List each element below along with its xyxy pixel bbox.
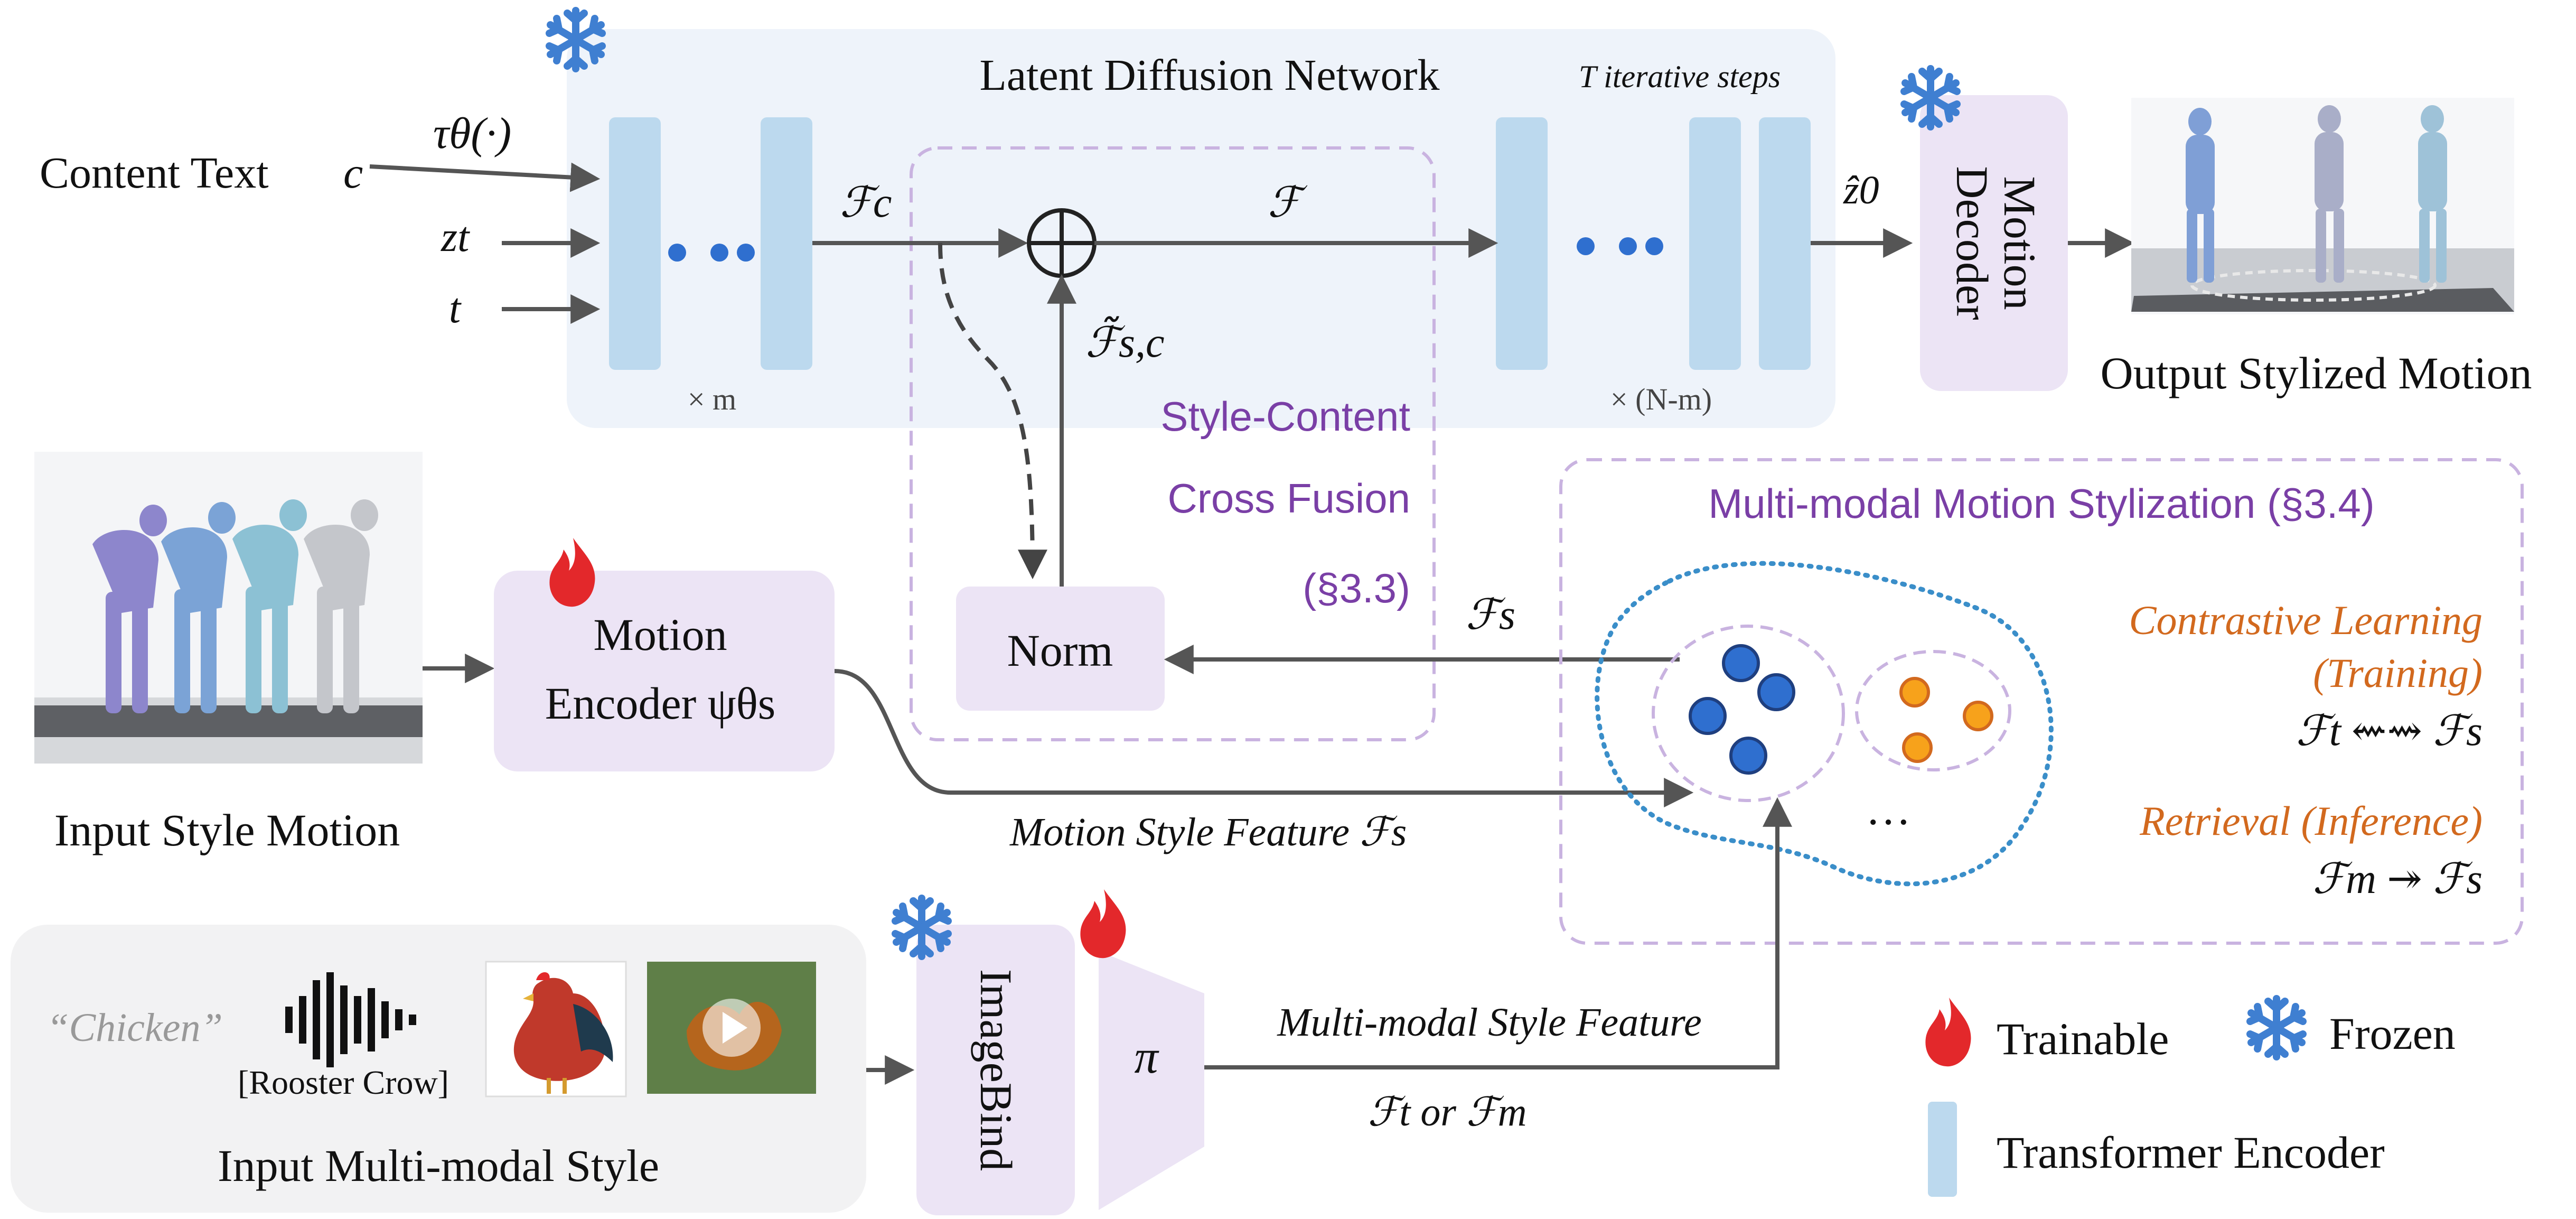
- content-text-label: Content Text: [40, 148, 269, 198]
- motion-embedding-dot: [1757, 673, 1795, 711]
- transformer-bar: [761, 117, 812, 370]
- stylization-dashed-box: [1559, 458, 2524, 945]
- imagebind-box: [916, 925, 1075, 1215]
- modal-embedding-dot: [1899, 677, 1930, 708]
- embedding-space-boundary: [1595, 561, 2054, 887]
- contrastive-line1: Contrastive Learning: [2129, 597, 2483, 643]
- fusion-line2: Cross Fusion: [1168, 475, 1410, 522]
- pi-label: π: [1134, 1031, 1159, 1083]
- ellipsis-dot: [710, 244, 728, 262]
- contrastive-equation: ℱt ⇜⇝ ℱs: [2296, 708, 2483, 755]
- dashed-arrow-to-norm: [938, 243, 1047, 580]
- waveform-icon: [285, 972, 416, 1067]
- snowflake-icon: [2250, 999, 2303, 1057]
- fusion-dashed-box: [910, 146, 1436, 741]
- decoder-text-group: Motion Decoder: [1947, 166, 2045, 320]
- ft-or-fm-label: ℱt or ℱm: [1367, 1090, 1526, 1134]
- legend-trainable: Trainable: [1997, 1013, 2169, 1064]
- tau-theta-label: τθ(·): [433, 109, 511, 158]
- motion-embedding-dot: [1722, 644, 1760, 682]
- retrieval-equation: ℱm ↠ ℱs: [2312, 856, 2483, 902]
- z0-label: ẑ0: [1843, 168, 1879, 212]
- transformer-bar: [1496, 117, 1548, 370]
- multimodal-feature-label: Multi-modal Style Feature: [1277, 1000, 1701, 1045]
- motion-cluster: [1652, 625, 1845, 802]
- modal-embedding-dot: [1902, 732, 1933, 763]
- fs-label: ℱs: [1466, 592, 1515, 638]
- motion-embedding-dot: [1689, 697, 1727, 735]
- fsc-label: ℱ̃s,c: [1085, 315, 1165, 366]
- norm-box: [956, 587, 1165, 711]
- flame-icon: [1925, 998, 1971, 1067]
- decoder-line1: Motion: [1994, 176, 2045, 310]
- motion-style-feature-label: Motion Style Feature ℱs: [1009, 810, 1407, 854]
- arrow-encoder-to-cluster: [834, 669, 1694, 807]
- content-c-symbol: c: [343, 148, 363, 198]
- contrastive-line2: (Training): [2313, 650, 2483, 696]
- norm-label: Norm: [1007, 625, 1113, 676]
- imagebind-label: ImageBind: [971, 969, 1022, 1171]
- zt-label: zt: [441, 214, 470, 260]
- retrieval-label: Retrieval (Inference): [2139, 798, 2483, 844]
- latent-title: Latent Diffusion Network: [980, 51, 1440, 100]
- t-label: t: [449, 285, 462, 332]
- output-label: Output Stylized Motion: [2101, 348, 2532, 398]
- transformer-bar: [1759, 117, 1811, 370]
- rooster-image: [485, 961, 627, 1097]
- repeat-m-label: × m: [688, 382, 736, 416]
- iterative-steps-label: T iterative steps: [1579, 59, 1781, 94]
- motion-decoder-box: [1920, 95, 2068, 391]
- multimodal-cluster: [1855, 650, 2011, 771]
- fc-label: ℱc: [840, 180, 892, 226]
- rooster-crow-label: [Rooster Crow]: [238, 1064, 449, 1101]
- cluster-ellipsis: …: [1866, 784, 1911, 834]
- encoder-line2: Encoder ψθs: [545, 678, 776, 729]
- modal-embedding-dot: [1963, 701, 1993, 731]
- flame-icon: [549, 538, 595, 607]
- encoder-line1: Motion: [593, 609, 727, 660]
- ellipsis-dot: [1577, 237, 1595, 255]
- transformer-bar: [1689, 117, 1741, 370]
- output-motion-image: [2131, 98, 2514, 314]
- legend-transformer-swatch: [1928, 1102, 1957, 1197]
- legend-frozen: Frozen: [2329, 1008, 2456, 1059]
- arrow-multimodal-to-cluster: [1204, 797, 1792, 1069]
- input-style-motion-image: [34, 452, 423, 764]
- ellipsis-dot: [737, 244, 755, 262]
- projection-pi-box: [1099, 951, 1204, 1210]
- legend-transformer: Transformer Encoder: [1997, 1127, 2385, 1178]
- motion-encoder-box: [494, 571, 835, 771]
- transformer-bar: [609, 117, 661, 370]
- arrow-content: [369, 162, 601, 192]
- flame-icon: [1080, 889, 1126, 959]
- repeat-nm-label: × (N-m): [1610, 382, 1712, 416]
- ellipsis-dot: [668, 244, 686, 262]
- fusion-ref: (§3.3): [1303, 565, 1410, 611]
- decoder-line2: Decoder: [1947, 166, 1998, 320]
- fusion-line1: Style-Content: [1160, 393, 1410, 440]
- video-thumbnail: [647, 962, 816, 1094]
- stylization-title: Multi-modal Motion Stylization (§3.4): [1708, 480, 2374, 527]
- input-style-motion-label: Input Style Motion: [54, 805, 400, 855]
- ellipsis-dot: [1619, 237, 1637, 255]
- motion-embedding-dot: [1729, 737, 1767, 775]
- imagebind-text-group: ImageBind: [971, 969, 1022, 1171]
- chicken-text: “Chicken”: [46, 1006, 223, 1050]
- multimodal-input-label: Input Multi-modal Style: [218, 1140, 659, 1191]
- ellipsis-dot: [1645, 237, 1663, 255]
